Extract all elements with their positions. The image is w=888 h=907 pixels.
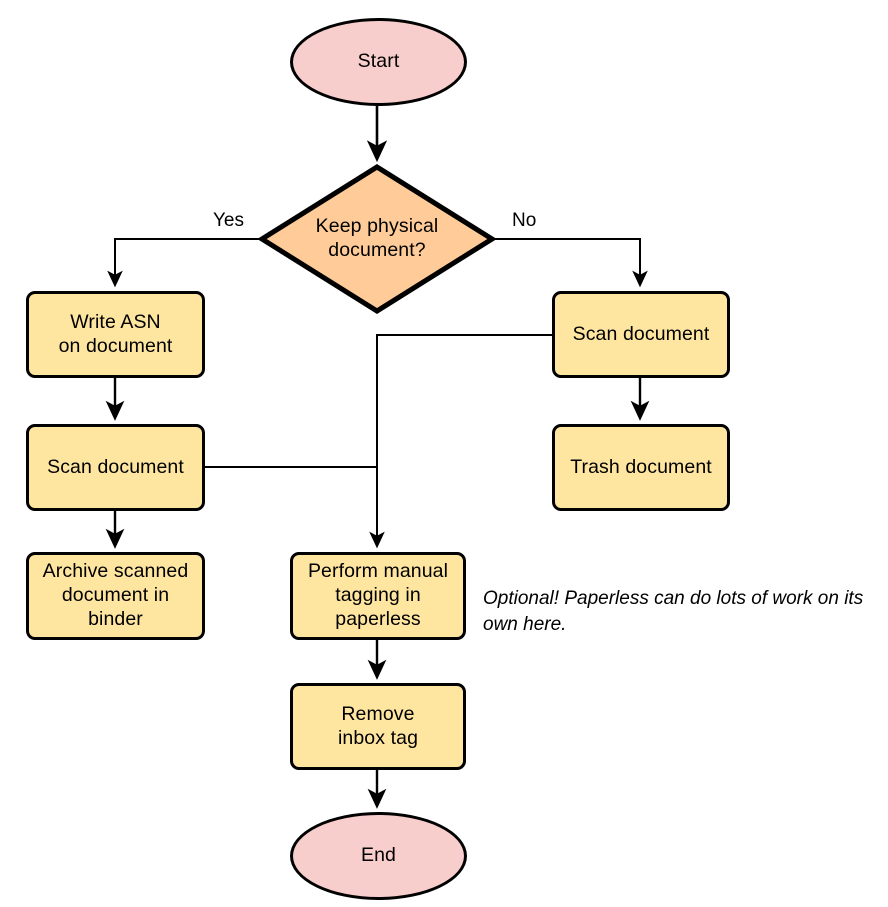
node-end[interactable]: End — [290, 812, 467, 900]
node-remove-inbox-tag[interactable]: Remove inbox tag — [290, 683, 466, 770]
edge-decision-no-to-scan-right — [495, 238, 648, 288]
annotation-optional-note-text: Optional! Paperless can do lots of work … — [483, 588, 864, 635]
edge-label-yes: Yes — [210, 210, 247, 232]
node-trash-document[interactable]: Trash document — [552, 424, 730, 511]
annotation-optional-note: Optional! Paperless can do lots of work … — [483, 586, 885, 637]
node-remove-inbox-tag-label: Remove inbox tag — [337, 702, 419, 749]
node-scan-document-left[interactable]: Scan document — [26, 424, 205, 511]
node-start[interactable]: Start — [290, 18, 467, 106]
edge-label-yes-text: Yes — [213, 210, 244, 231]
node-perform-manual-tagging-label: Perform manual tagging in paperless — [307, 560, 449, 630]
node-write-asn-on-document[interactable]: Write ASN on document — [26, 291, 205, 378]
node-trash-document-label: Trash document — [570, 455, 712, 478]
edge-scan-right-to-manual-tagging — [369, 334, 552, 549]
diamond-shape — [259, 164, 495, 314]
edge-label-no: No — [509, 210, 540, 232]
node-archive-scanned-document[interactable]: Archive scanned document in binder — [26, 552, 205, 640]
node-perform-manual-tagging[interactable]: Perform manual tagging in paperless — [290, 552, 466, 640]
node-write-asn-label: Write ASN on document — [58, 310, 173, 357]
node-scan-document-right-label: Scan document — [572, 322, 710, 345]
node-decision-keep-physical-document[interactable]: Keep physical document? — [259, 164, 495, 314]
node-scan-document-left-label: Scan document — [47, 455, 184, 478]
node-archive-scanned-label: Archive scanned document in binder — [42, 560, 189, 630]
node-scan-document-right[interactable]: Scan document — [552, 291, 730, 378]
node-start-label: Start — [357, 50, 400, 73]
edge-label-no-text: No — [512, 210, 537, 231]
edge-decision-yes-to-write-asn — [107, 238, 259, 288]
node-end-label: End — [361, 844, 396, 867]
node-decision-label: Keep physical document? — [315, 215, 439, 261]
